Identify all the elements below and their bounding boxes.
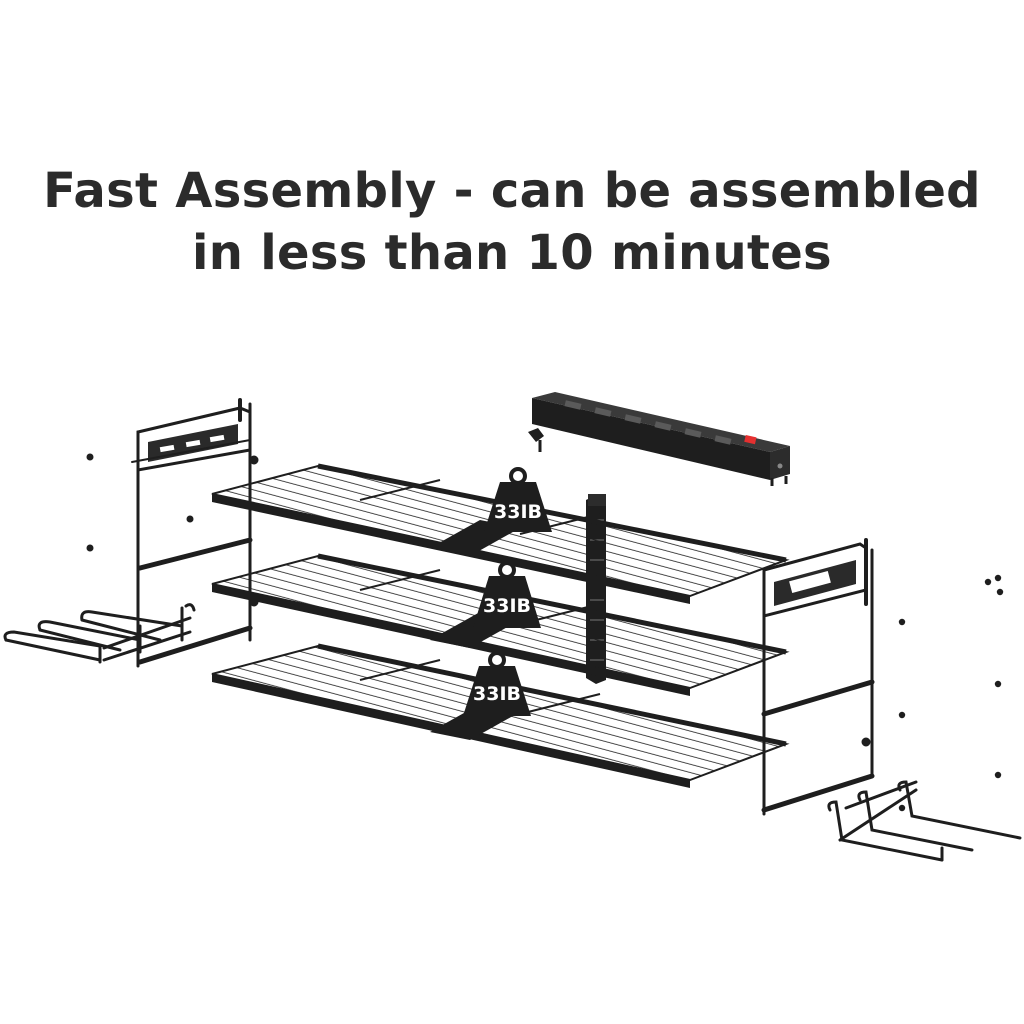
weight-icon-top: 33IB xyxy=(484,467,552,532)
headline: Fast Assembly - can be assembled in less… xyxy=(0,160,1024,284)
left-screws xyxy=(86,453,194,552)
weight-label-top: 33IB xyxy=(494,501,542,523)
weight-icon-bottom: 33IB xyxy=(463,651,531,716)
weight-icon-middle: 33IB xyxy=(473,561,541,628)
weight-label-middle: 33IB xyxy=(483,595,531,617)
right-side-frame xyxy=(761,538,875,816)
right-tool-hook xyxy=(827,780,1022,862)
weight-label-bottom: 33IB xyxy=(473,683,521,705)
right-screws xyxy=(898,574,1004,812)
power-strip xyxy=(528,392,790,486)
left-tool-hook xyxy=(3,603,196,664)
power-switch-icon xyxy=(744,434,757,445)
headline-line-1: Fast Assembly - can be assembled xyxy=(43,163,981,219)
headline-line-2: in less than 10 minutes xyxy=(192,225,832,281)
left-side-frame xyxy=(131,398,259,668)
